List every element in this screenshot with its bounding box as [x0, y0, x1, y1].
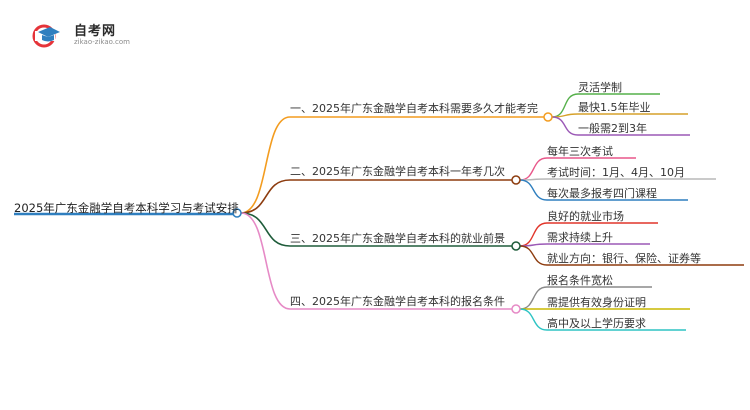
branch-node-4: 四、2025年广东金融学自考本科的报名条件: [290, 295, 505, 308]
branch-connector: [240, 212, 291, 310]
logo-title: 自考网: [74, 24, 117, 39]
branch-connector: [240, 179, 291, 214]
graduation-cap-icon: [32, 24, 60, 48]
leaf-node: 一般需2到3年: [578, 122, 647, 135]
leaf-node: 每次最多报考四门课程: [547, 187, 657, 200]
leaf-node: 灵活学制: [578, 81, 622, 94]
leaf-connector: [519, 308, 548, 331]
leaf-connector: [551, 116, 579, 136]
branch-knob: [511, 175, 521, 185]
leaf-connector: [519, 179, 548, 201]
root-knob: [232, 208, 242, 218]
leaf-node: 需求持续上升: [547, 231, 613, 244]
leaf-connector: [519, 222, 548, 247]
leaf-connector: [519, 286, 548, 310]
branch-connector: [240, 212, 291, 247]
branch-knob: [511, 304, 521, 314]
leaf-connector: [551, 113, 579, 118]
leaf-connector: [519, 245, 548, 266]
branch-knob: [511, 241, 521, 251]
branch-knob: [543, 112, 553, 122]
leaf-node: 就业方向：银行、保险、证券等: [547, 252, 701, 265]
site-logo[interactable]: 自考网 zikao-zikao.com: [32, 20, 142, 52]
leaf-node: 最快1.5年毕业: [578, 101, 651, 114]
leaf-node: 考试时间：1月、4月、10月: [547, 166, 685, 179]
logo-url: zikao-zikao.com: [74, 38, 130, 46]
branch-node-1: 一、2025年广东金融学自考本科需要多久才能考完: [290, 102, 538, 115]
leaf-node: 报名条件宽松: [547, 274, 613, 287]
leaf-node: 需提供有效身份证明: [547, 296, 646, 309]
leaf-node: 高中及以上学历要求: [547, 317, 646, 330]
leaf-connector: [519, 157, 548, 181]
root-node: 2025年广东金融学自考本科学习与考试安排: [14, 201, 239, 215]
branch-node-2: 二、2025年广东金融学自考本科一年考几次: [290, 165, 505, 178]
leaf-node: 每年三次考试: [547, 145, 613, 158]
branch-node-3: 三、2025年广东金融学自考本科的就业前景: [290, 232, 505, 245]
branch-connector: [240, 116, 291, 214]
leaf-node: 良好的就业市场: [547, 210, 624, 223]
